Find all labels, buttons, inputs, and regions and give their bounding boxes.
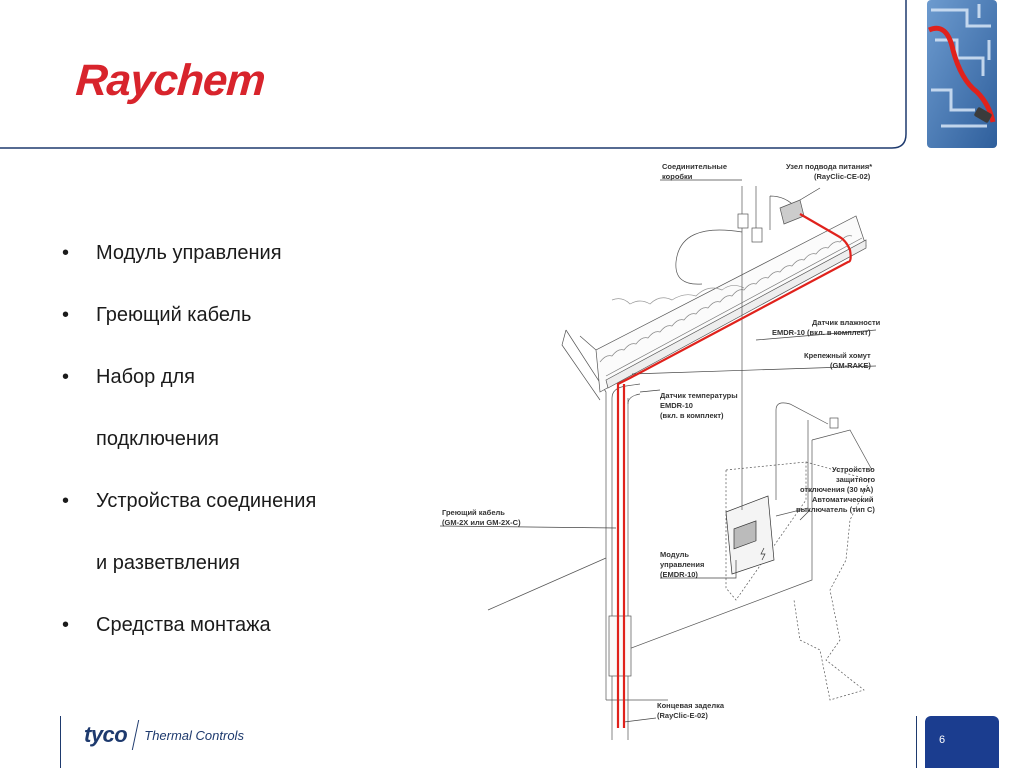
tyco-logo: tyco Thermal Controls — [84, 718, 244, 752]
label-protection: Автоматический — [812, 495, 874, 504]
roof-heating-diagram: Соединительные коробки Узел подвода пита… — [440, 162, 881, 740]
bullet-item: • Устройства соединения — [62, 470, 392, 532]
logo-divider — [132, 720, 140, 750]
page-number: 6 — [939, 734, 946, 746]
bullet-text: Греющий кабель — [96, 304, 252, 326]
label-moisture-sensor: EMDR-10 (вкл. в комплект) — [772, 328, 871, 337]
bullet-text: Модуль управления — [96, 242, 282, 264]
bullet-marker: • — [62, 366, 70, 388]
label-junction-boxes: Соединительные — [662, 162, 727, 171]
bullet-text: Набор для — [96, 366, 195, 388]
bullet-item: • Модуль управления — [62, 222, 392, 284]
label-junction-boxes: коробки — [662, 172, 693, 181]
tyco-brand: tyco — [84, 722, 128, 747]
header-frame — [0, 0, 907, 149]
bullet-continuation: и разветвления — [62, 532, 392, 594]
label-control-module: Модуль — [660, 550, 689, 559]
bullet-list: • Модуль управления • Греющий кабель • Набо… — [62, 222, 392, 656]
bullet-marker: • — [62, 242, 70, 264]
bullet-text: и разветвления — [96, 552, 240, 574]
label-heating-cable: (GM-2X или GM-2X-C) — [442, 518, 521, 527]
footer-divider-left — [60, 716, 61, 768]
label-clamp: Крепежный хомут — [804, 351, 871, 360]
label-protection: защитного — [836, 475, 876, 484]
bullet-text: подключения — [96, 428, 219, 450]
bullet-item: • Набор для — [62, 346, 392, 408]
bullet-marker: • — [62, 614, 70, 636]
bullet-item: • Средства монтажа — [62, 594, 392, 656]
page-number-box: 6 — [925, 716, 999, 768]
label-power-node: Узел подвода питания* — [786, 162, 872, 171]
bullet-text: Средства монтажа — [96, 614, 271, 636]
label-protection: Устройство — [832, 465, 875, 474]
label-protection: выключатель (тип С) — [796, 505, 875, 514]
label-control-module: управления — [660, 560, 704, 569]
bullet-item: • Греющий кабель — [62, 284, 392, 346]
label-protection: отключения (30 мА) — [800, 485, 874, 494]
label-moisture-sensor: Датчик влажности — [812, 318, 881, 327]
label-power-node: (RayClic-CE-02) — [814, 172, 871, 181]
raychem-logo: Raychem — [74, 56, 267, 105]
label-temp-sensor: Датчик температуры — [660, 391, 738, 400]
label-control-module: (EMDR-10) — [660, 570, 698, 579]
label-temp-sensor: (вкл. в комплект) — [660, 411, 724, 420]
bullet-marker: • — [62, 490, 70, 512]
label-clamp: (GM-RAKE) — [830, 361, 871, 370]
bullet-marker: • — [62, 304, 70, 326]
bullet-continuation: подключения — [62, 408, 392, 470]
footer-divider-right — [916, 716, 917, 768]
bullet-text: Устройства соединения — [96, 490, 317, 512]
maze-cable-image — [927, 0, 997, 148]
label-end-seal: Концевая заделка — [657, 701, 725, 710]
label-heating-cable: Греющий кабель — [442, 508, 505, 517]
thermal-controls-text: Thermal Controls — [144, 727, 244, 743]
label-end-seal: (RayClic-E-02) — [657, 711, 708, 720]
label-temp-sensor: EMDR-10 — [660, 401, 693, 410]
